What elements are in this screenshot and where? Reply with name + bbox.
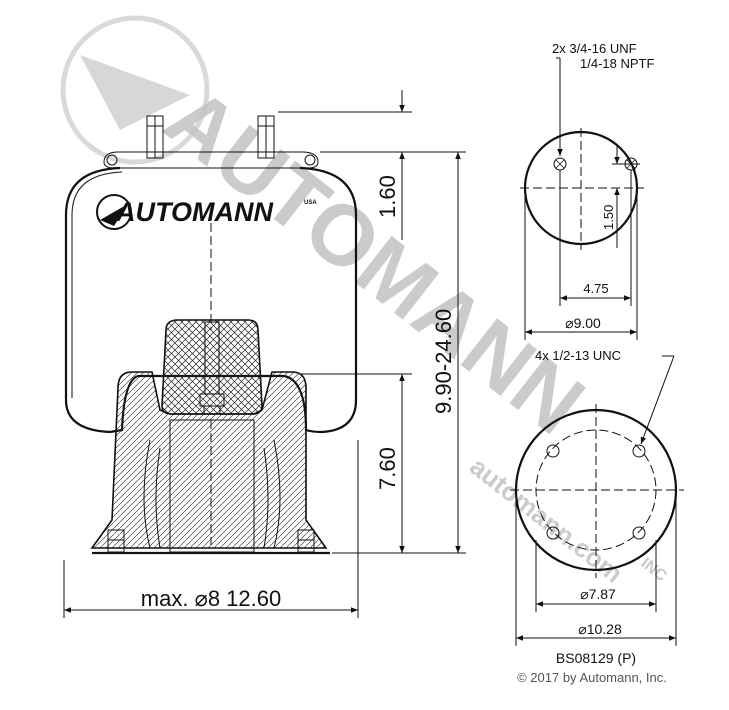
top-callout-line1: 2x 3/4-16 UNF <box>552 41 637 56</box>
dim-top-diameter: ⌀9.00 <box>565 315 601 331</box>
bumper <box>161 319 263 415</box>
bolt-hole-top-right <box>632 444 646 458</box>
dim-bottom-diameter: ⌀10.28 <box>578 621 622 637</box>
dim-top-height: 1.60 <box>375 175 400 218</box>
bottom-view: 4x 1/2-13 UNC ⌀7.87 ⌀10.28 <box>510 348 684 646</box>
top-callout-line2: 1/4-18 NPTF <box>580 56 654 71</box>
dim-bolt-circle: ⌀7.87 <box>580 586 616 602</box>
bolt-hole-top-left <box>546 444 560 458</box>
logo-text: AUTOMANN <box>115 197 273 227</box>
top-port-left <box>553 157 567 171</box>
dim-max-width: max. ⌀8 12.60 <box>141 586 281 611</box>
side-view: AUTOMANN USA 1.60 7.60 9.90-24.60 max. ⌀… <box>63 90 466 618</box>
copyright: © 2017 by Automann, Inc. <box>517 670 667 685</box>
dim-port-offset: 1.50 <box>601 205 616 230</box>
dim-total-height: 9.90-24.60 <box>431 309 456 414</box>
top-bead-plate <box>103 151 319 169</box>
logo-suffix: USA <box>304 200 317 206</box>
bottom-callout: 4x 1/2-13 UNC <box>535 348 621 363</box>
part-number: BS08129 (P) <box>556 650 636 666</box>
watermark-url: automann.com <box>464 451 628 588</box>
dim-lower-height: 7.60 <box>375 447 400 490</box>
watermark-suffix: INC <box>638 555 671 586</box>
bolt-hole-bottom-left <box>546 526 560 540</box>
dim-port-spacing: 4.75 <box>583 281 608 296</box>
top-stud-right <box>257 115 275 159</box>
top-stud-left <box>146 115 164 159</box>
automann-logo: AUTOMANN USA <box>96 194 317 230</box>
top-view: 2x 3/4-16 UNF 1/4-18 NPTF 1.50 4.75 ⌀9.0… <box>520 41 654 340</box>
bolt-hole-bottom-right <box>632 526 646 540</box>
